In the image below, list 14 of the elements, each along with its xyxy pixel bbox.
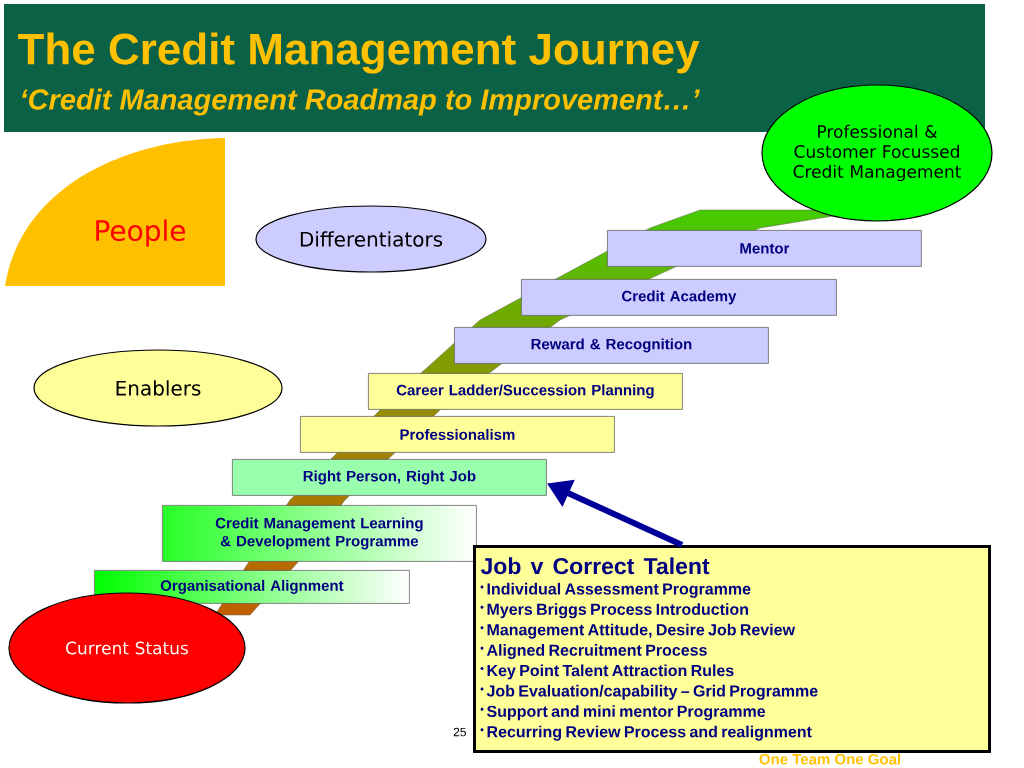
step-box: Mentor <box>607 230 922 267</box>
step-box: Organisational Alignment <box>94 570 410 604</box>
step-box: Credit Academy <box>521 279 837 316</box>
step-box: Credit Management Learning & Development Programme <box>162 505 477 562</box>
step-box: Right Person, Right Job <box>232 459 547 496</box>
oval: Enablers <box>33 349 283 427</box>
step-box: Professionalism <box>300 416 615 453</box>
title: The Credit Management Journey <box>18 32 700 74</box>
subtitle: ‘Credit Management Roadmap to Improvement…’ <box>22 88 700 116</box>
oval: Differentiators <box>255 205 487 273</box>
oval: Professional & Customer Focussed Credit Management <box>761 84 993 222</box>
talent-box: Job v Correct Talent Individual Assessment Programme Myers Briggs Process Introduction Management Attitude, Desire Job Review Aligned Recruitment Process Key Point Talent Attraction Rules Job Evaluation/capability – Grid Programme Support and mini mentor Programme Recurring Review Process and realignment <box>473 545 991 753</box>
step-box: Career Ladder/Succession Planning <box>368 373 683 410</box>
step-box: Reward & Recognition <box>454 327 769 364</box>
